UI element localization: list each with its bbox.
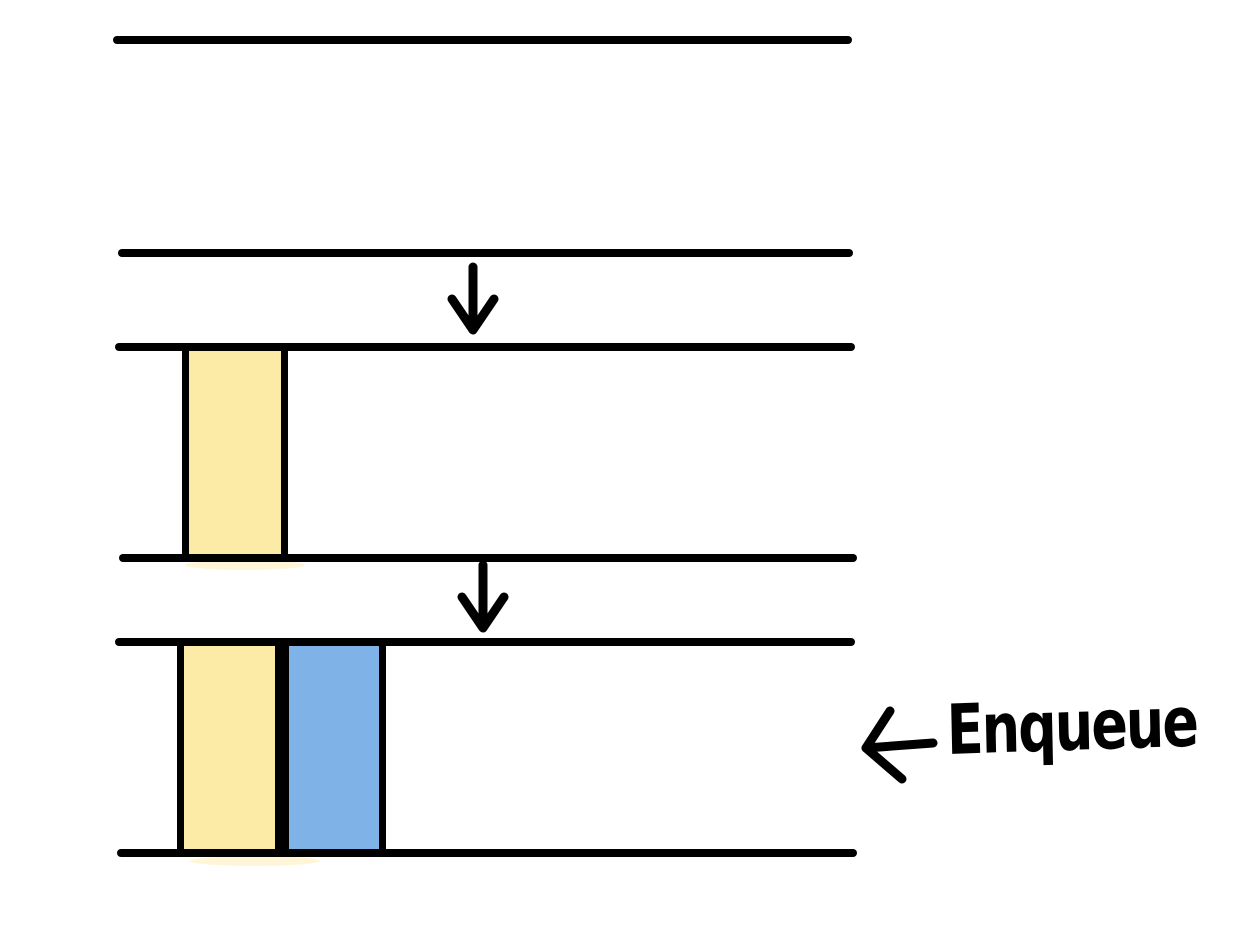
queue-state1-bottom-line: [118, 249, 853, 257]
paint-smudge: [190, 856, 320, 866]
queue-state2-bottom-line: [119, 554, 857, 562]
enqueue-label: Enqueue: [946, 681, 1198, 771]
queue-state1-top-line: [113, 36, 852, 44]
paint-smudge: [185, 560, 305, 570]
queue-state2-top-line: [115, 343, 855, 351]
left-arrow-icon: [861, 706, 938, 784]
down-arrow-icon: [457, 560, 509, 633]
queue-item-yellow: [182, 347, 288, 558]
down-arrow-icon: [447, 262, 499, 335]
queue-state3-top-line: [115, 638, 855, 646]
queue-state3-bottom-line: [117, 849, 857, 857]
queue-item-blue: [282, 642, 386, 853]
queue-item-yellow: [177, 642, 282, 853]
